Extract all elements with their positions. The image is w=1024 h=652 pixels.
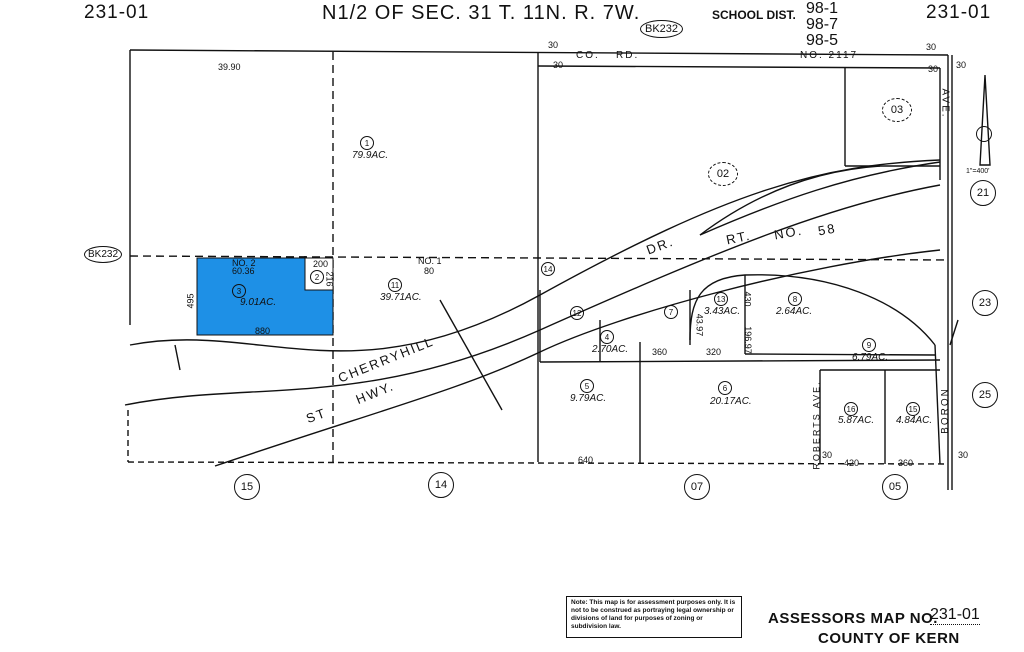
dim-30-c: 30: [926, 42, 937, 52]
parcel-15-number: 15: [906, 402, 920, 416]
dim-880: 880: [255, 326, 271, 336]
block-03: 03: [882, 98, 912, 122]
dim-30-b: 30: [553, 60, 564, 70]
assessment-note: Note: This map is for assessment purpose…: [566, 596, 742, 638]
parcel-9-number: 9: [862, 338, 876, 352]
map-scale: 1"=400': [966, 168, 990, 175]
dim-640: 640: [578, 455, 594, 465]
parcel-2-number: 2: [310, 270, 324, 284]
dim-30-a: 30: [548, 40, 559, 50]
dim-430: 430: [742, 291, 753, 307]
adjacent-07: 07: [684, 474, 710, 500]
dim-30-d: 30: [928, 64, 939, 74]
co-rd-number: NO. 2117: [800, 50, 859, 61]
parcel-11-number: 11: [388, 278, 402, 292]
parcel-13-acres: 3.43AC.: [704, 306, 741, 317]
parcel-16-number: 16: [844, 402, 858, 416]
parcel-16-acres: 5.87AC.: [838, 415, 875, 426]
dim-30-f: 30: [958, 450, 969, 460]
co-rd-label: CO.: [576, 50, 600, 61]
assessor-map-label: ASSESSORS MAP NO.: [768, 610, 938, 627]
school-district-2: 98-7: [806, 16, 839, 33]
adjacent-25: 25: [972, 382, 998, 408]
parcel-4-acres: 2.70AC.: [592, 344, 629, 355]
dim-320: 320: [706, 347, 722, 357]
dim-39-90: 39.90: [218, 62, 241, 72]
adjacent-15: 15: [234, 474, 260, 500]
right-page-number: 231-01: [926, 2, 992, 23]
dim-216: 216: [324, 271, 335, 287]
parcel-9-acres: 6.79AC.: [852, 352, 889, 363]
left-book-ref: BK232: [84, 246, 123, 263]
rt-number: 58: [816, 220, 838, 239]
assessor-map-number: 231-01: [930, 606, 980, 625]
block-02: 02: [708, 162, 738, 186]
no2-value: 60.36: [232, 266, 255, 276]
adjacent-23: 23: [972, 290, 998, 316]
dim-196-97: 196.97: [742, 326, 753, 354]
dim-495: 495: [185, 293, 196, 309]
dim-420: 420: [844, 458, 860, 468]
parcel-8-number: 8: [788, 292, 802, 306]
no1-value: 80: [424, 266, 435, 276]
adjacent-21: 21: [970, 180, 996, 206]
parcel-1-number: 1: [360, 136, 374, 150]
school-district-3: 98-5: [806, 32, 839, 49]
book-ref-badge: BK232: [640, 20, 684, 38]
ave-label: AVE.: [939, 88, 951, 119]
boron-label: BORON: [939, 387, 951, 434]
county-label: COUNTY OF KERN: [818, 630, 960, 647]
left-page-number: 231-01: [84, 2, 150, 23]
parcel-6-acres: 20.17AC.: [710, 396, 752, 407]
adjacent-14: 14: [428, 472, 454, 498]
parcel-13-number: 13: [714, 292, 728, 306]
north-arrow-icon: [976, 126, 992, 142]
parcel-12-number: 12: [570, 306, 584, 320]
dim-360-a: 360: [652, 347, 668, 357]
parcel-4-number: 4: [600, 330, 614, 344]
dim-43-97: 43.97: [694, 313, 705, 337]
parcel-1-acres: 79.9AC.: [352, 150, 389, 161]
roberts-ave-label: ROBERTS AVE.: [811, 380, 822, 470]
dim-200: 200: [313, 259, 329, 269]
parcel-8-acres: 2.64AC.: [776, 306, 813, 317]
map-title: N1/2 OF SEC. 31 T. 11N. R. 7W.: [322, 2, 641, 24]
parcel-6-number: 6: [718, 381, 732, 395]
adjacent-05: 05: [882, 474, 908, 500]
parcel-3-acres: 9.01AC.: [240, 297, 277, 308]
parcel-15-acres: 4.84AC.: [896, 415, 933, 426]
dim-30-e: 30: [956, 60, 967, 70]
no2-label: NO. 2: [232, 258, 256, 268]
parcel-3-number: 3: [232, 284, 246, 298]
dim-360-b: 360: [898, 458, 914, 468]
parcel-7-number: 7: [664, 305, 678, 319]
dim-30-g: 30: [822, 450, 833, 460]
parcel-5-acres: 9.79AC.: [570, 393, 607, 404]
school-dist-label: SCHOOL DIST.: [712, 8, 796, 22]
no1-label: NO. 1: [418, 256, 442, 266]
co-rd-label-2: RD.: [616, 50, 640, 61]
parcel-11-acres: 39.71AC.: [380, 292, 422, 303]
school-district-1: 98-1: [806, 0, 839, 17]
parcel-5-number: 5: [580, 379, 594, 393]
parcel-14-number: 14: [541, 262, 555, 276]
